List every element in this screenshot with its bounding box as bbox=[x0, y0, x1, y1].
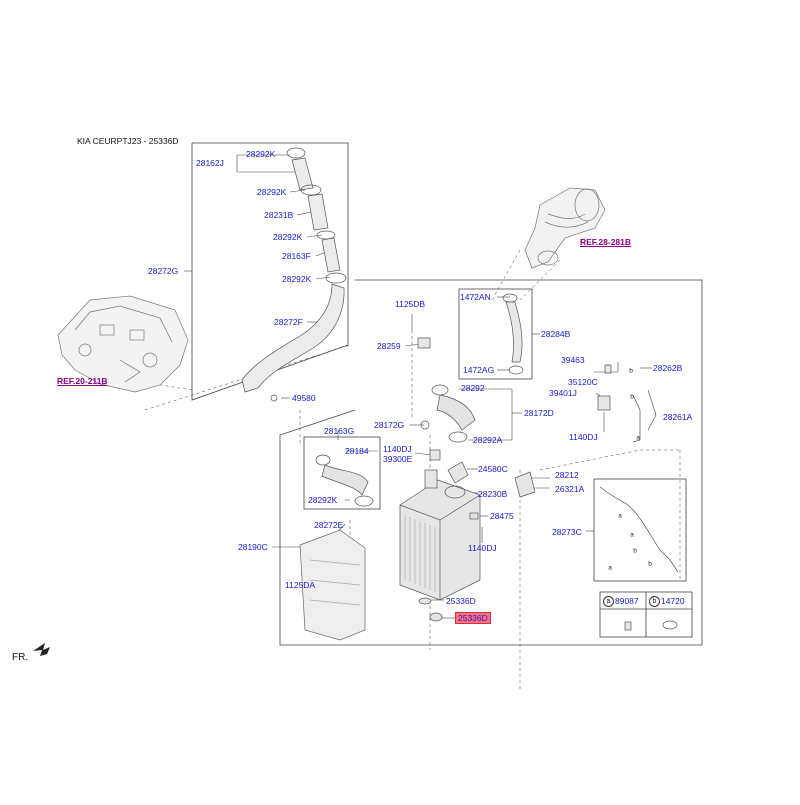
callout-a-4: b bbox=[648, 561, 652, 568]
part-label-28262B[interactable]: 28262B bbox=[653, 363, 683, 373]
hose-box-outline bbox=[191, 142, 349, 401]
legend-a-circle: a bbox=[603, 596, 614, 608]
legend-b-part: 14720 bbox=[661, 596, 685, 606]
part-label-28272F[interactable]: 28272F bbox=[274, 317, 303, 327]
part-label-28284B[interactable]: 28284B bbox=[541, 329, 571, 339]
box-28273C bbox=[593, 478, 687, 582]
part-label-28475[interactable]: 28475 bbox=[490, 511, 514, 521]
callout-a-2: a bbox=[630, 532, 634, 539]
part-label-1125DB[interactable]: 1125DB bbox=[395, 299, 426, 309]
air-intake-drawing bbox=[524, 187, 606, 269]
part-label-28172D[interactable]: 28172D bbox=[524, 408, 554, 418]
front-direction-label: FR. bbox=[12, 652, 29, 663]
hose-28163G-drawing bbox=[315, 454, 374, 507]
legend-a-part: 89087 bbox=[615, 596, 639, 606]
part-label-39463[interactable]: 39463 bbox=[561, 355, 585, 365]
hose-28172D-drawing bbox=[420, 384, 476, 443]
part-label-35120C[interactable]: 35120C bbox=[568, 377, 598, 387]
part-label-28231B[interactable]: 28231B bbox=[264, 210, 294, 220]
part-label-28163F[interactable]: 28163F bbox=[282, 251, 311, 261]
hose-assembly-drawing bbox=[241, 147, 347, 402]
part-label-24580C[interactable]: 24580C bbox=[478, 464, 508, 474]
part-label-28230B[interactable]: 28230B bbox=[478, 489, 508, 499]
part-label-28273C[interactable]: 28273C bbox=[552, 527, 582, 537]
diagram-title: KIA CEURPTJ23 - 25336D bbox=[77, 136, 179, 146]
part-label-28259[interactable]: 28259 bbox=[377, 341, 401, 351]
part-label-28292K[interactable]: 28292K bbox=[257, 187, 287, 197]
callout-b-1: b bbox=[629, 368, 633, 375]
part-label-1140DJ[interactable]: 1140DJ bbox=[383, 444, 412, 454]
part-label-28292K[interactable]: 28292K bbox=[246, 149, 276, 159]
callout-a-3: b bbox=[633, 548, 637, 555]
part-label-25336D-highlighted[interactable]: 25336D bbox=[455, 612, 491, 624]
part-label-1140DJ[interactable]: 1140DJ bbox=[468, 543, 497, 553]
callout-b-3: a bbox=[636, 435, 640, 442]
part-label-28292K[interactable]: 28292K bbox=[282, 274, 312, 284]
part-label-39401J[interactable]: 39401J bbox=[549, 388, 577, 398]
part-label-1140DJ[interactable]: 1140DJ bbox=[569, 432, 598, 442]
box-28163G bbox=[303, 436, 381, 510]
part-label-28212[interactable]: 28212 bbox=[555, 470, 579, 480]
part-label-28163G[interactable]: 28163G bbox=[324, 426, 355, 436]
part-label-28272E[interactable]: 28272E bbox=[314, 520, 344, 530]
part-label-26321A[interactable]: 26321A bbox=[555, 484, 585, 494]
part-label-1472AN[interactable]: 1472AN bbox=[460, 292, 491, 302]
part-label-1472AG[interactable]: 1472AG bbox=[463, 365, 495, 375]
engine-block-drawing bbox=[57, 295, 189, 393]
ref-link-20-211B[interactable]: REF.20-211B bbox=[57, 376, 108, 386]
part-label-39300E[interactable]: 39300E bbox=[383, 454, 413, 464]
part-label-28292K[interactable]: 28292K bbox=[273, 232, 303, 242]
part-label-25336D[interactable]: 25336D bbox=[446, 596, 476, 606]
part-label-28172G[interactable]: 28172G bbox=[374, 420, 405, 430]
callout-b-4: a bbox=[608, 565, 612, 572]
hose-28284B-drawing bbox=[502, 293, 524, 375]
part-label-49580[interactable]: 49580 bbox=[292, 393, 316, 403]
part-label-28292A[interactable]: 28292A bbox=[473, 435, 503, 445]
part-label-28190C[interactable]: 28190C bbox=[238, 542, 268, 552]
air-guide-drawing bbox=[299, 529, 366, 641]
part-label-28261A[interactable]: 28261A bbox=[663, 412, 693, 422]
assembly-outline bbox=[279, 279, 703, 646]
part-label-1125DA[interactable]: 1125DA bbox=[285, 580, 316, 590]
legend-b-circle: b bbox=[649, 596, 660, 608]
front-arrow-icon bbox=[33, 643, 50, 656]
callout-a-1: a bbox=[618, 513, 622, 520]
part-label-28292[interactable]: 28292 bbox=[461, 383, 485, 393]
part-label-28162J[interactable]: 28162J bbox=[196, 158, 224, 168]
part-label-28272G[interactable]: 28272G bbox=[148, 266, 179, 276]
small-parts-drawing bbox=[417, 337, 679, 631]
ref-link-28-281B[interactable]: REF.28-281B bbox=[580, 237, 632, 247]
intercooler-drawing bbox=[399, 469, 481, 622]
part-label-28184[interactable]: 28184 bbox=[345, 446, 369, 456]
part-label-28292K[interactable]: 28292K bbox=[308, 495, 338, 505]
callout-b-2: b bbox=[630, 394, 634, 401]
